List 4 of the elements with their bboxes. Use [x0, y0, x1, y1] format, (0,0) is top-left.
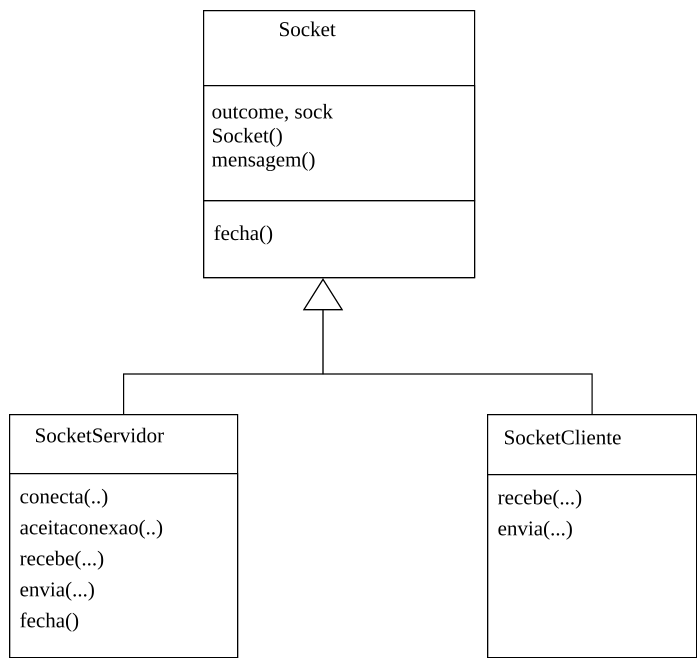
attribute-compartment: outcome, sock Socket() mensagem() [203, 85, 476, 202]
method-compartment: recebe(...) envia(...) [487, 474, 697, 658]
method-compartment: fecha() [203, 200, 476, 278]
method-compartment: conecta(..) aceitaconexao(..) recebe(...) envia(...) fecha() [9, 473, 238, 658]
